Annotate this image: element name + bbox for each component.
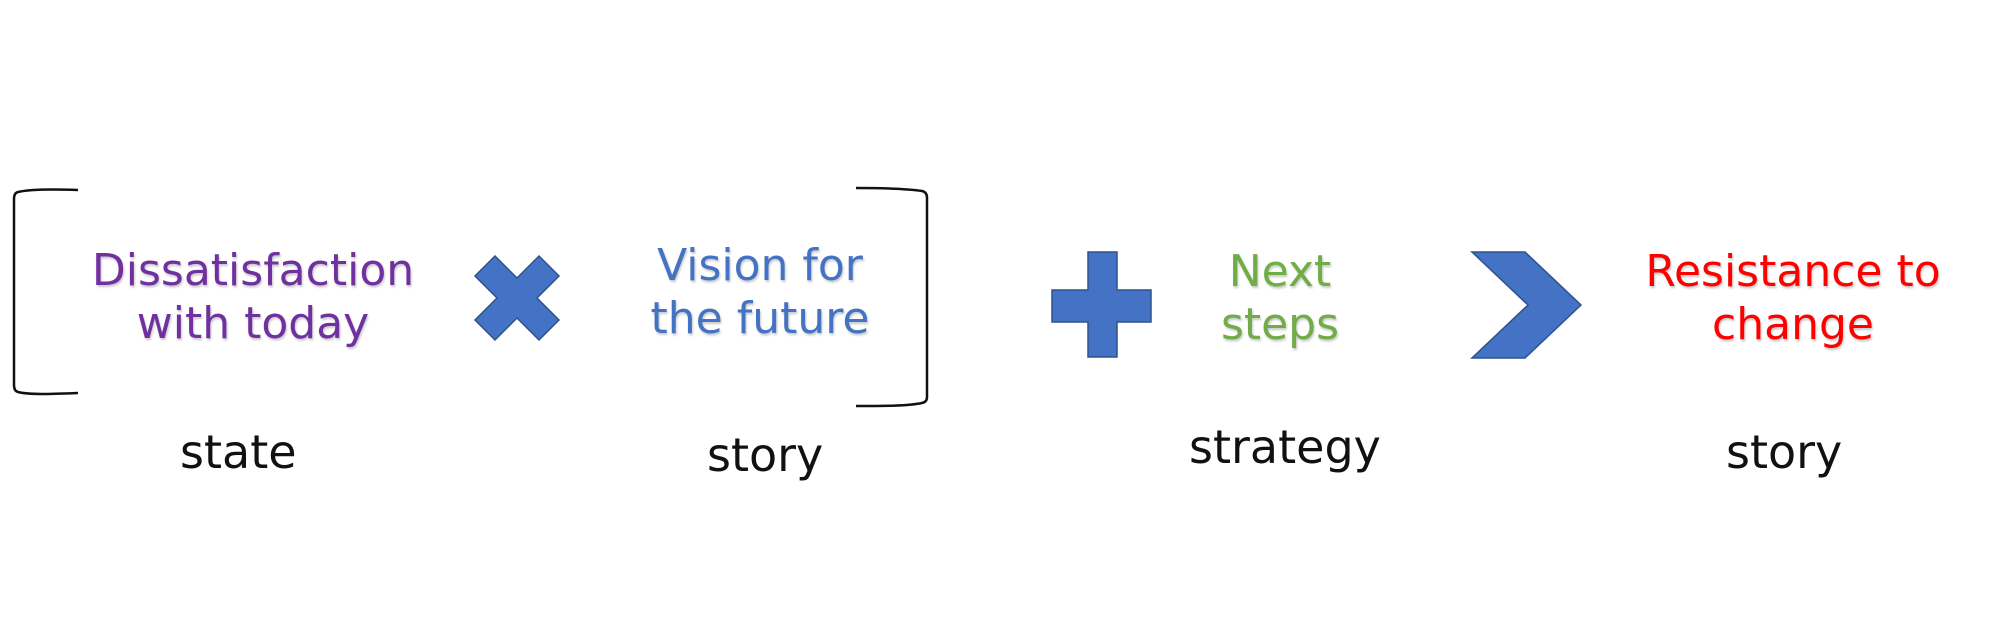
term-vision-line2: the future bbox=[650, 292, 870, 344]
term-next-steps-line1: Next bbox=[1228, 246, 1332, 297]
multiply-icon-shape bbox=[473, 254, 561, 342]
plus-icon bbox=[1051, 251, 1152, 358]
term-resistance: Resistance to change bbox=[1608, 246, 1978, 352]
left-bracket-icon bbox=[12, 188, 79, 396]
term-vision: Vision for the future bbox=[600, 240, 920, 346]
caption-state: state bbox=[180, 425, 297, 479]
caption-story-1: story bbox=[707, 428, 824, 482]
term-vision-line1: Vision for bbox=[657, 240, 863, 291]
caption-story-2: story bbox=[1726, 425, 1843, 479]
term-resistance-line1: Resistance to bbox=[1645, 246, 1941, 297]
term-dissatisfaction-line1: Dissatisfaction bbox=[91, 245, 415, 296]
term-dissatisfaction-line2: with today bbox=[136, 297, 370, 349]
term-next-steps-line2: steps bbox=[1220, 298, 1340, 350]
term-next-steps: Next steps bbox=[1170, 246, 1390, 352]
caption-strategy: strategy bbox=[1189, 420, 1381, 474]
right-bracket-icon bbox=[855, 186, 929, 408]
term-dissatisfaction: Dissatisfaction with today bbox=[48, 245, 458, 351]
term-resistance-line2: change bbox=[1712, 298, 1874, 350]
chevron-right-icon bbox=[1470, 251, 1583, 359]
